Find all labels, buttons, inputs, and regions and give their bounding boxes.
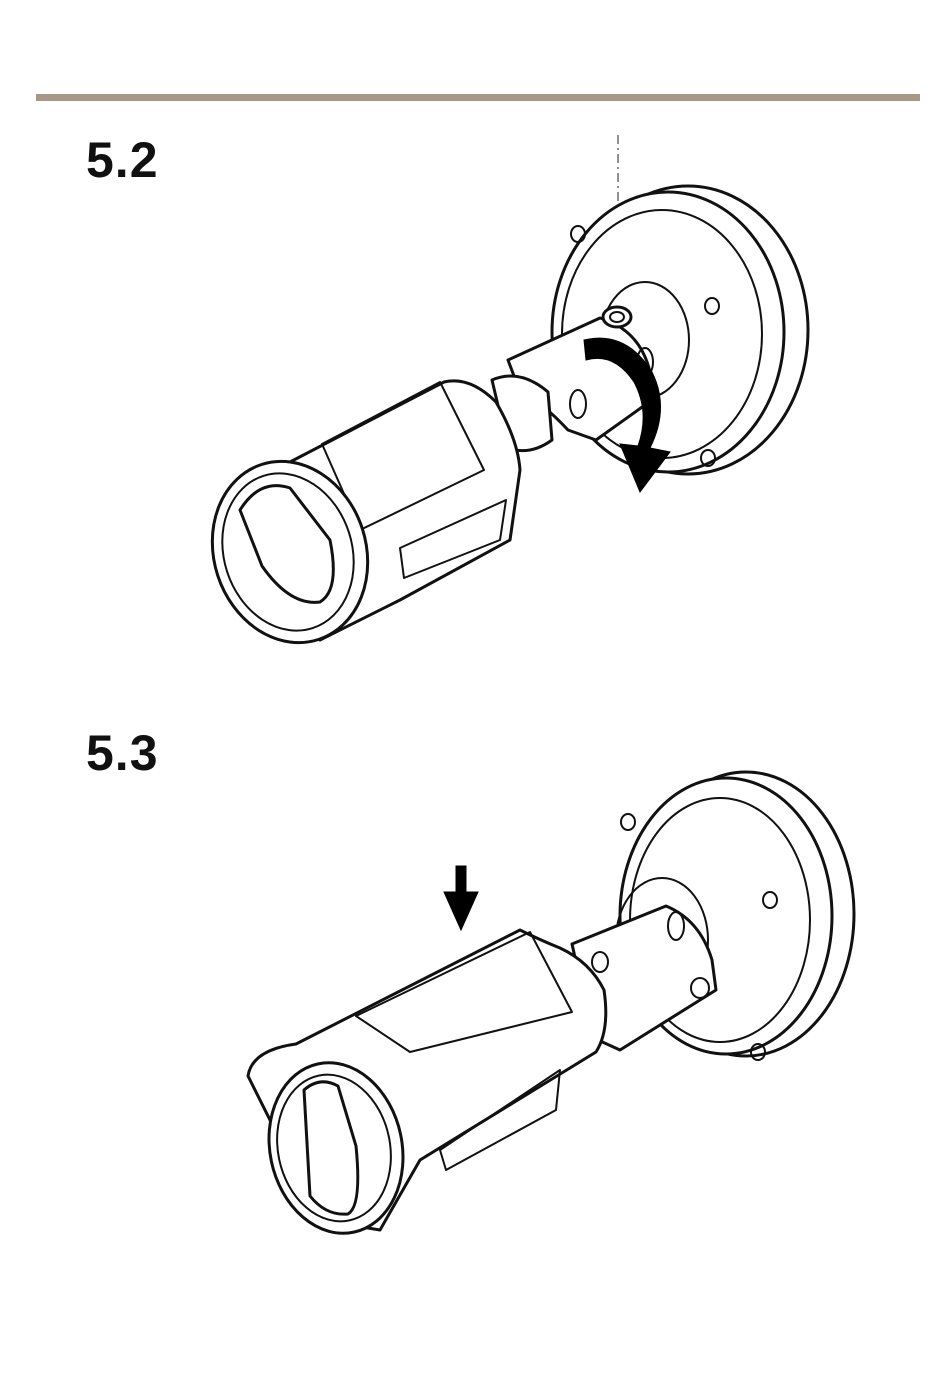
camera-body bbox=[248, 930, 606, 1246]
down-arrow-icon bbox=[444, 866, 478, 930]
